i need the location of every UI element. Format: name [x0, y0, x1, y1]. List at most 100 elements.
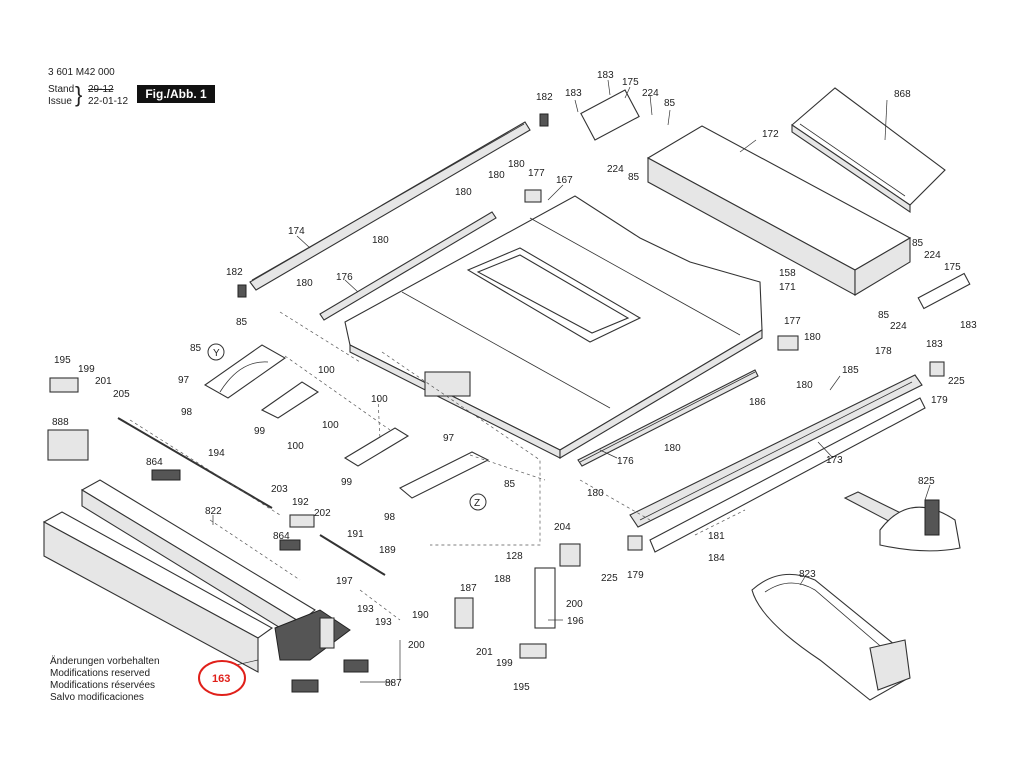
label-183b: 183: [565, 88, 582, 99]
part-179-block: [627, 535, 643, 551]
note-es: Salvo modificaciones: [50, 692, 144, 703]
small-parts: [47, 89, 971, 693]
label-224a: 224: [642, 88, 659, 99]
bracket-97-lower: [399, 451, 490, 499]
marker-y-circle: [207, 343, 225, 361]
note-fr: Modifications réservées: [50, 680, 156, 691]
part-175b-plate: [917, 272, 971, 310]
label-183c: 183: [926, 339, 943, 350]
label-180f: 180: [804, 332, 821, 343]
part-195b-block: [519, 643, 547, 659]
figure-label: Fig./Abb. 1: [137, 85, 215, 103]
label-85e: 85: [236, 317, 248, 328]
label-180h: 180: [587, 488, 604, 499]
label-85d: 85: [878, 310, 890, 321]
label-181: 181: [708, 531, 725, 542]
label-224d: 224: [890, 321, 907, 332]
label-172: 172: [762, 129, 779, 140]
label-823: 823: [799, 569, 816, 580]
label-175a: 175: [622, 77, 639, 88]
part-864-screw: [151, 469, 181, 481]
label-100a: 100: [318, 365, 335, 376]
label-193b: 193: [375, 617, 392, 628]
rail-174: [249, 121, 531, 291]
label-180a: 180: [508, 159, 525, 170]
note-de: Änderungen vorbehalten: [50, 656, 160, 667]
part-187-bracket: [454, 597, 474, 629]
doc-number: 3 601 M42 000: [48, 67, 115, 78]
label-225b: 225: [601, 573, 618, 584]
label-185: 185: [842, 365, 859, 376]
part-887-clamp-a: [291, 679, 319, 693]
label-y: Y: [213, 348, 220, 359]
label-184: 184: [708, 553, 725, 564]
label-197: 197: [336, 576, 353, 587]
label-188: 188: [494, 574, 511, 585]
label-183d: 183: [960, 320, 977, 331]
rail-176-upper: [319, 211, 497, 321]
label-85c: 85: [912, 238, 924, 249]
leader-lines: [212, 79, 931, 683]
table-slot: [424, 371, 471, 397]
label-183a: 183: [597, 70, 614, 81]
notes-block: Änderungen vorbehalten Modifications res…: [50, 656, 160, 704]
part-182b-clip: [539, 113, 549, 127]
label-822: 822: [205, 506, 222, 517]
label-200b: 200: [408, 640, 425, 651]
part-868: [791, 87, 946, 214]
assembly-lines: [129, 311, 746, 621]
issue-label: Issue: [48, 96, 72, 107]
rail-176-lower: [577, 369, 759, 467]
label-180b: 180: [488, 170, 505, 181]
label-868: 868: [894, 89, 911, 100]
rod-191: [319, 534, 386, 576]
label-224c: 224: [924, 250, 941, 261]
label-100c: 100: [371, 394, 388, 405]
table-top-167: [344, 195, 763, 459]
label-100b: 100: [287, 441, 304, 452]
part-864-screw-b: [279, 539, 301, 551]
label-180i: 180: [664, 443, 681, 454]
label-191: 191: [347, 529, 364, 540]
part-196-lever: [534, 567, 556, 629]
fence-163: [42, 511, 274, 673]
label-203: 203: [271, 484, 288, 495]
label-200a: 200: [566, 599, 583, 610]
label-85f: 85: [190, 343, 202, 354]
label-128: 128: [506, 551, 523, 562]
label-186: 186: [749, 397, 766, 408]
label-225a: 225: [948, 376, 965, 387]
label-99b: 99: [341, 477, 353, 488]
label-182b: 182: [226, 267, 243, 278]
label-173: 173: [826, 455, 843, 466]
note-en: Modifications reserved: [50, 668, 151, 679]
label-85g: 85: [504, 479, 516, 490]
marker-z-circle: [469, 493, 487, 511]
label-180c: 180: [455, 187, 472, 198]
label-201a: 201: [95, 376, 112, 387]
extension-172: [646, 125, 912, 296]
part-195-block: [49, 377, 79, 393]
miter-gauge-825: [843, 491, 961, 552]
label-195b: 195: [513, 682, 530, 693]
highlight-circle: [198, 660, 246, 696]
part-labels: 183 175 224 85 182 183 224 85 172 868 18…: [52, 70, 977, 693]
label-85b: 85: [628, 172, 640, 183]
label-100d: 100: [322, 420, 339, 431]
rod-194: [117, 417, 273, 509]
label-98b: 98: [384, 512, 396, 523]
part-182-clip: [237, 284, 247, 298]
bracket-97-upper: [203, 344, 287, 399]
fence-822: [80, 479, 316, 641]
label-224b: 224: [607, 164, 624, 175]
label-180g: 180: [796, 380, 813, 391]
label-z: Z: [474, 498, 480, 509]
label-187: 187: [460, 583, 477, 594]
label-887: 887: [385, 678, 402, 689]
label-180e: 180: [296, 278, 313, 289]
label-167: 167: [556, 175, 573, 186]
part-204-bracket: [559, 543, 581, 567]
part-179b-block: [929, 361, 945, 377]
rail-185-173: [629, 374, 926, 553]
label-163: 163: [212, 673, 230, 685]
